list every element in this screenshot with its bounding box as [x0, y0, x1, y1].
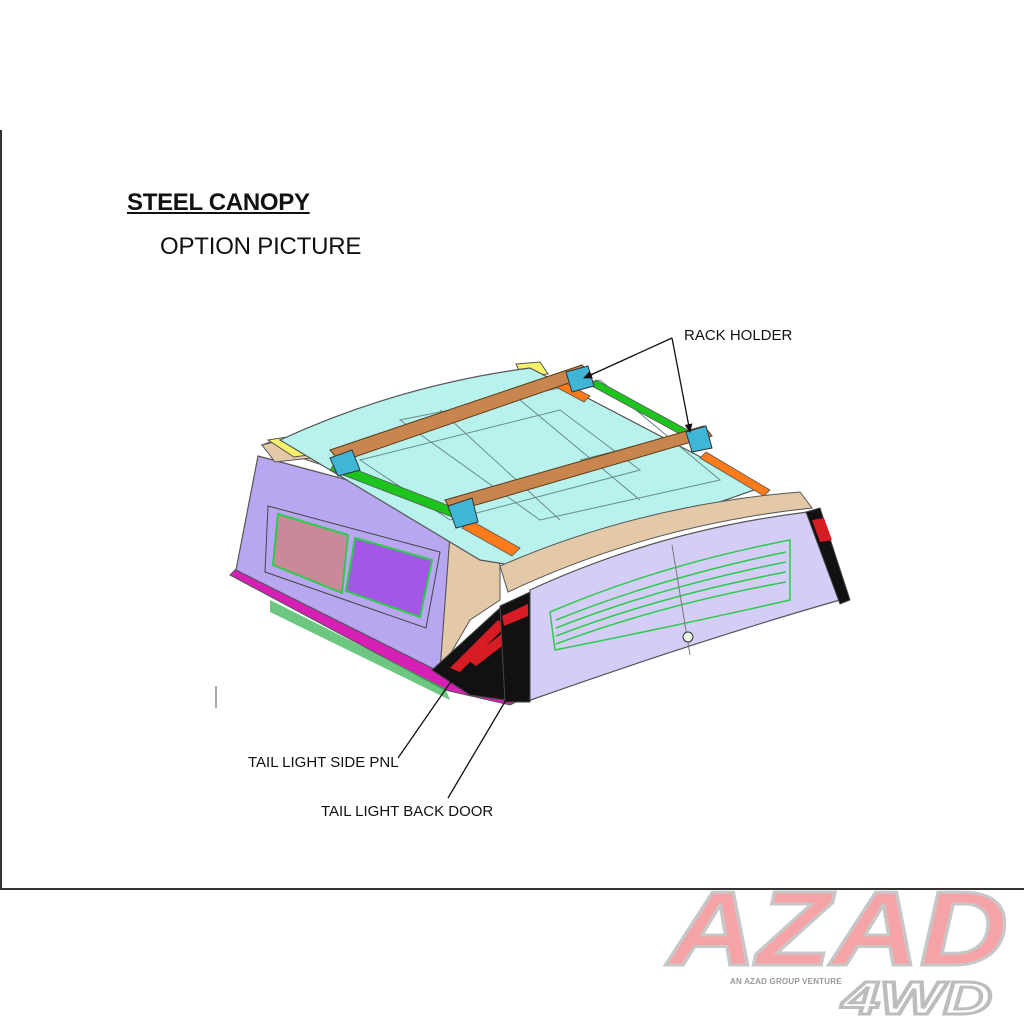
- leader-tail-light-back: [447, 699, 507, 799]
- leader-tail-light-side: [397, 679, 453, 759]
- tail-light-right-red: [812, 518, 832, 542]
- label-tail-light-side: TAIL LIGHT SIDE PNL: [248, 754, 399, 771]
- rear-frame-cap: [499, 491, 813, 593]
- page-title: STEEL CANOPY: [127, 189, 310, 216]
- canopy-underside: [270, 600, 450, 700]
- side-window-front: [271, 512, 350, 595]
- back-window-lines: [549, 539, 791, 651]
- side-window-bezel: [264, 505, 441, 629]
- page-subtitle: OPTION PICTURE: [160, 233, 362, 260]
- roof-rib-3: [519, 399, 641, 501]
- tail-light-side-red-2: [468, 632, 510, 666]
- back-door-handle: [682, 631, 694, 643]
- logo-brand-text: AZAD: [665, 870, 1008, 988]
- label-rack-holder: RACK HOLDER: [684, 327, 793, 344]
- logo-tagline: AN AZAD GROUP VENTURE: [730, 977, 842, 986]
- rack-holder-rear-right: [685, 425, 713, 453]
- tail-light-side-red-1: [450, 620, 506, 672]
- roof-rib-4: [439, 409, 561, 521]
- side-window-rear: [344, 536, 434, 619]
- tail-light-back-red: [502, 604, 528, 626]
- leader-rack-holder-2: [671, 337, 693, 433]
- azad-logo: AZAD 4WD: [663, 869, 1009, 1024]
- label-tail-light-back: TAIL LIGHT BACK DOOR: [321, 803, 494, 820]
- leader-rack-holder-1: [583, 337, 673, 379]
- rack-holder-front-left: [329, 449, 361, 477]
- frame-border-left: [0, 130, 2, 890]
- logo-sub-text: 4WD: [841, 972, 992, 1024]
- frame-border-bottom: [0, 888, 1024, 890]
- rack-holder-rear-left: [447, 497, 479, 529]
